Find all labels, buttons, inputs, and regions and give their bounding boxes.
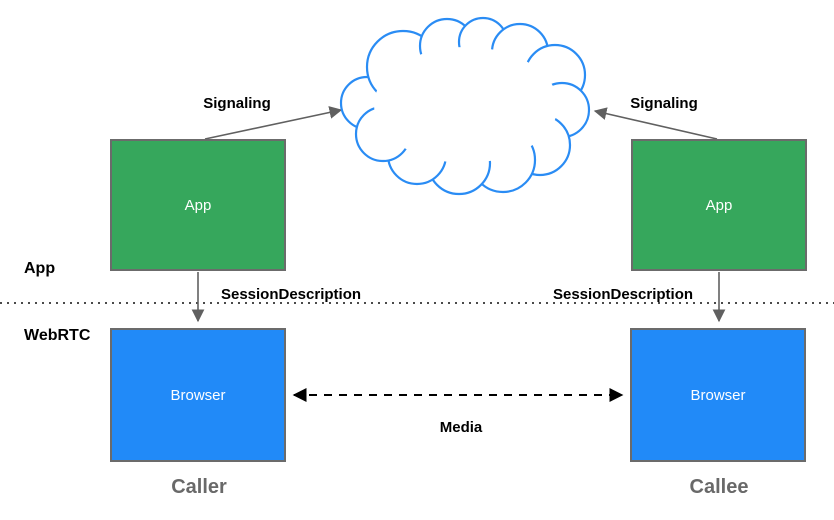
webrtc-layer-label: WebRTC [24,327,91,344]
caller-browser-box-label: Browser [170,386,226,404]
callee-browser-box-label: Browser [690,386,746,404]
session-description-label-left: SessionDescription [220,286,362,303]
signaling-arrow-right [593,107,718,140]
caller-app-box-label: App [184,196,212,214]
media-label: Media [439,419,483,436]
signaling-arrow-left [204,106,343,140]
caller-app-box: App [110,139,286,271]
caller-label: Caller [171,476,227,498]
signaling-label-right: Signaling [630,95,698,112]
signaling-label-left: Signaling [203,95,271,112]
callee-app-box: App [631,139,807,271]
callee-browser-box: Browser [630,328,806,462]
caller-browser-box: Browser [110,328,286,462]
callee-app-box-label: App [705,196,733,214]
session-description-label-right: SessionDescription [552,286,694,303]
app-layer-label: App [24,260,56,277]
signaling-cloud-icon [339,16,591,196]
callee-label: Callee [689,476,749,498]
